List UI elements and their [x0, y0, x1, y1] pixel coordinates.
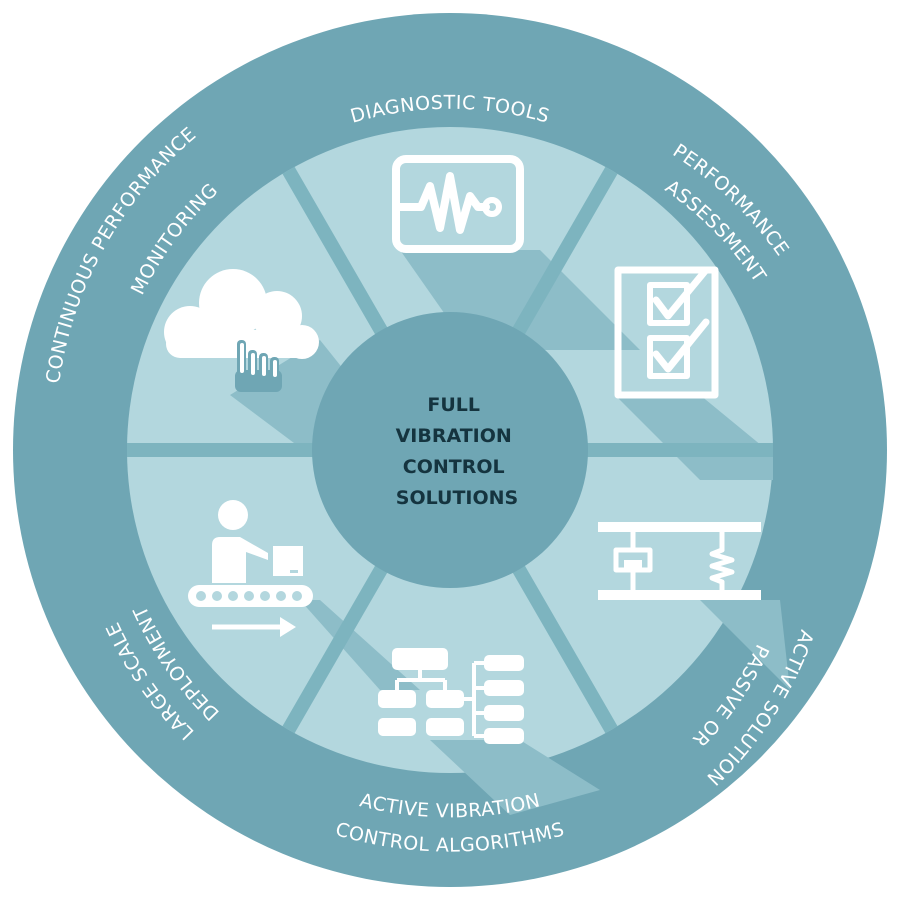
cloud-click-icon	[164, 269, 319, 392]
center-hub	[312, 312, 588, 588]
segment-algorithms	[288, 450, 612, 773]
conveyor-worker-icon	[188, 500, 313, 637]
center-line-3: CONTROL	[403, 456, 505, 478]
waveform-monitor-icon	[392, 155, 524, 253]
flowchart-icon	[378, 648, 524, 744]
center-line-1: FULL	[427, 394, 480, 416]
center-line-2: VIBRATION	[396, 425, 512, 447]
damper-spring-icon	[598, 522, 761, 600]
center-line-4: SOLUTIONS	[396, 487, 518, 509]
center-title: FULL VIBRATION CONTROL SOLUTIONS	[396, 394, 519, 509]
checklist-icon	[614, 266, 719, 399]
